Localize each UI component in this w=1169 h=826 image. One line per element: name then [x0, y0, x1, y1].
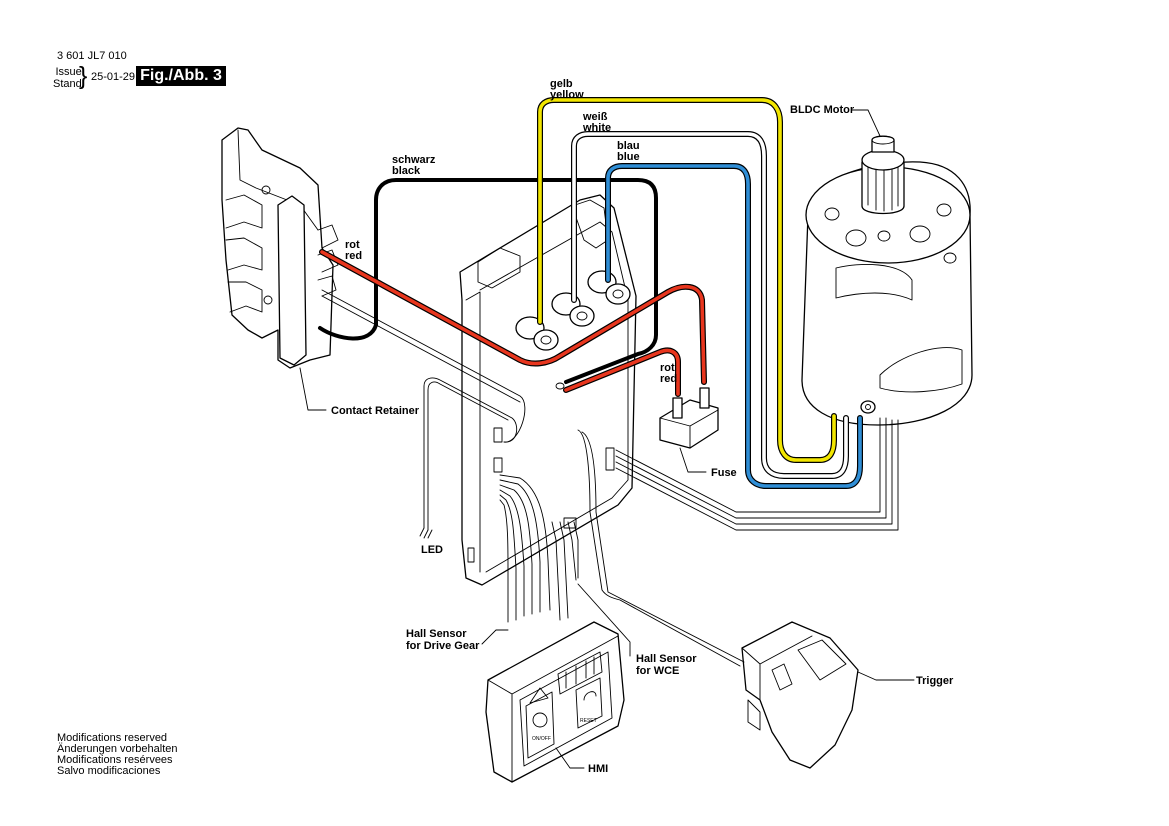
label-fuse: Fuse [711, 467, 737, 479]
hmi-on-off-text: ON/OFF [532, 736, 551, 742]
note-en: Modifications reserved [57, 732, 168, 744]
label-hmi: HMI [588, 763, 608, 775]
issue-label-en: Issue [55, 66, 82, 78]
label-yellow-en: yellow [550, 89, 584, 101]
label-red-top-de: rot [345, 239, 360, 251]
wire-yellow [537, 97, 837, 463]
bldc-motor [801, 135, 973, 426]
label-red-fuse-de: rot [660, 362, 675, 374]
contact-retainer [221, 127, 339, 369]
label-blue-en: blue [617, 151, 640, 163]
leader-lines [299, 109, 915, 769]
modification-notes: Modifications reserved Änderungen vorbeh… [57, 733, 177, 777]
label-red-fuse-en: red [660, 373, 677, 385]
label-hall-wce-line1: Hall Sensor [636, 653, 697, 665]
label-hall-drive-line1: Hall Sensor [406, 628, 467, 640]
document-number: 3 601 JL7 010 [57, 50, 127, 62]
figure-label: Fig./Abb. 3 [136, 66, 226, 86]
signal-wires [321, 289, 899, 667]
label-yellow-de: gelb [550, 78, 573, 90]
connector-posts [515, 270, 631, 351]
label-hall-drive-line2: for Drive Gear [406, 640, 480, 652]
label-red-top-en: red [345, 250, 362, 262]
label-trigger: Trigger [916, 675, 954, 687]
wire-white [571, 131, 849, 479]
label-bldc-motor: BLDC Motor [790, 104, 855, 116]
wire-red-top [319, 249, 707, 385]
issue-label: Issue Stand [53, 66, 82, 90]
issue-label-de: Stand [53, 78, 82, 90]
label-hall-wce-line2: for WCE [636, 665, 679, 677]
note-fr: Modifications resérvees [57, 754, 173, 766]
wire-blue [605, 163, 863, 489]
note-de: Änderungen vorbehalten [57, 743, 178, 755]
label-led: LED [421, 544, 443, 556]
hmi-panel: ON/OFF RESET [485, 621, 625, 783]
hmi-reset-text: RESET [580, 718, 597, 724]
label-black-en: black [392, 165, 421, 177]
label-white-en: white [582, 122, 611, 134]
wire-black [318, 178, 658, 384]
fuse [659, 387, 719, 449]
controller-housing [459, 194, 637, 586]
label-blue-de: blau [617, 140, 640, 152]
label-contact-retainer: Contact Retainer [331, 405, 420, 417]
issue-brace: } [79, 62, 88, 90]
label-black-de: schwarz [392, 154, 436, 166]
trigger-switch [741, 621, 859, 769]
issue-date: 25-01-29 [91, 71, 136, 83]
wire-red-fuse [563, 347, 681, 397]
label-white-de: weiß [582, 111, 608, 123]
note-es: Salvo modificaciones [57, 765, 161, 777]
